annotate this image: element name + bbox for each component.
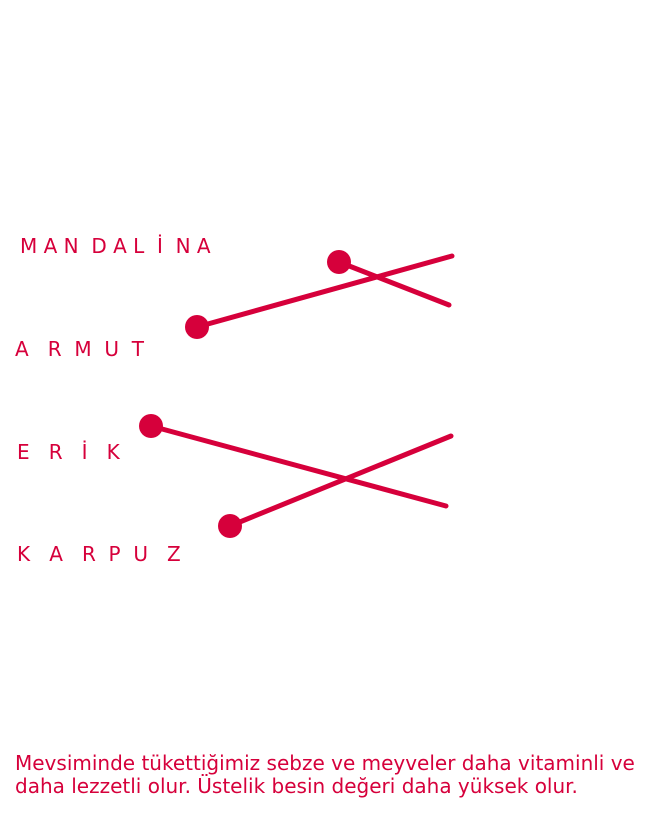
match-dot-mandalina[interactable] — [327, 250, 351, 274]
match-line-erik — [148, 423, 449, 509]
caption-text: Mevsiminde tükettiğimiz sebze ve meyvele… — [15, 751, 635, 798]
match-line-armut — [194, 253, 455, 330]
word-mandalina: M A N D A L İ N A — [20, 234, 211, 258]
match-dot-erik[interactable] — [139, 414, 163, 438]
word-karpuz: K A R P U Z — [17, 542, 181, 566]
match-dot-karpuz[interactable] — [218, 514, 242, 538]
word-erik: E R İ K — [17, 440, 120, 464]
word-armut: A R M U T — [15, 337, 144, 361]
match-line-mandalina — [336, 259, 452, 308]
match-line-karpuz — [227, 433, 454, 529]
match-dot-armut[interactable] — [185, 315, 209, 339]
